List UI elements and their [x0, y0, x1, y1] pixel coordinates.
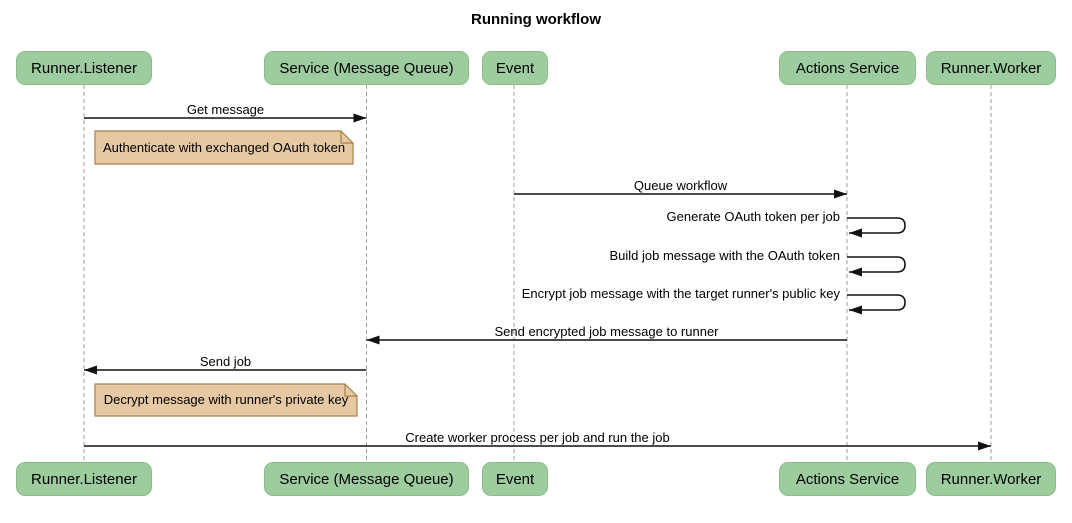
participant-label: Runner.Worker — [940, 470, 1042, 488]
message-label-create-worker-process: Create worker process per job and run th… — [405, 430, 670, 445]
message-label-build-job-message: Build job message with the OAuth token — [609, 248, 840, 263]
participant-event-bottom: Event — [482, 462, 548, 496]
participant-runner-listener-top: Runner.Listener — [16, 51, 152, 85]
arrow-self-build-job-message — [847, 256, 906, 277]
message-label-get-message: Get message — [186, 102, 265, 117]
diagram-title: Running workflow — [471, 11, 601, 28]
message-label-encrypt-job-message: Encrypt job message with the target runn… — [521, 286, 840, 301]
note-decrypt-label: Decrypt message with runner's private ke… — [103, 392, 349, 407]
participant-label: Runner.Worker — [940, 59, 1042, 77]
message-label-send-encrypted-job-message: Send encrypted job message to runner — [494, 324, 719, 339]
message-label-generate-oauth-token: Generate OAuth token per job — [666, 209, 840, 224]
participant-label: Actions Service — [795, 470, 900, 488]
arrow-self-encrypt-job-message — [847, 294, 906, 315]
participant-service-message-queue-bottom: Service (Message Queue) — [264, 462, 469, 496]
participant-label: Event — [495, 59, 535, 77]
participant-label: Runner.Listener — [31, 470, 137, 488]
participant-label: Actions Service — [795, 59, 900, 77]
participant-runner-worker-top: Runner.Worker — [926, 51, 1056, 85]
note-authenticate-shape — [94, 130, 354, 165]
note-authenticate-fold — [340, 131, 353, 144]
note-decrypt-fold — [344, 384, 357, 397]
participant-event-top: Event — [482, 51, 548, 85]
participant-label: Event — [495, 470, 535, 488]
participant-runner-worker-bottom: Runner.Worker — [926, 462, 1056, 496]
participant-runner-listener-bottom: Runner.Listener — [16, 462, 152, 496]
participant-label: Runner.Listener — [31, 59, 137, 77]
note-authenticate-label: Authenticate with exchanged OAuth token — [102, 140, 346, 155]
note-decrypt-shape — [94, 383, 358, 417]
arrow-self-generate-oauth-token — [847, 217, 906, 238]
participant-label: Service (Message Queue) — [279, 59, 454, 77]
message-label-send-job: Send job — [199, 354, 252, 369]
participant-actions-service-bottom: Actions Service — [779, 462, 916, 496]
participant-label: Service (Message Queue) — [279, 470, 454, 488]
participant-actions-service-top: Actions Service — [779, 51, 916, 85]
message-label-queue-workflow: Queue workflow — [633, 178, 728, 193]
participant-service-message-queue-top: Service (Message Queue) — [264, 51, 469, 85]
